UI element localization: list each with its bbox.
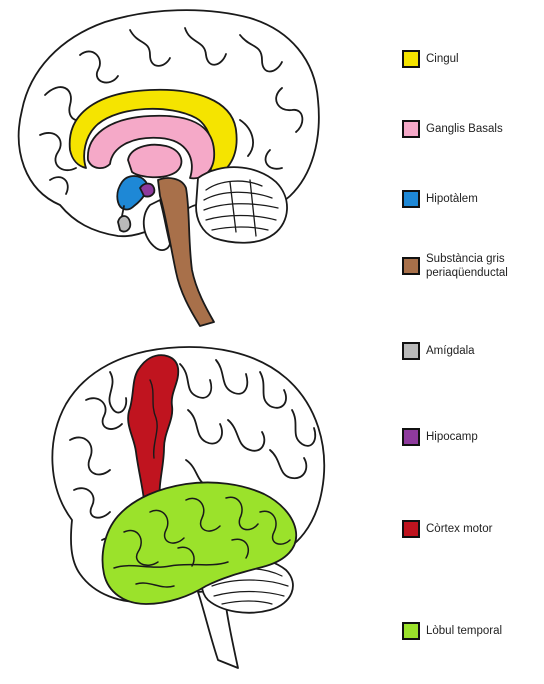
legend-label: Ganglis Basals [426, 122, 503, 136]
legend-label: Substància gris periaqüenductal [426, 252, 508, 280]
legend-swatch [402, 50, 420, 68]
legend-item-cingulate: Cingul [402, 50, 459, 68]
legend-swatch [402, 520, 420, 538]
legend-swatch [402, 190, 420, 208]
legend-label: Cingul [426, 52, 459, 66]
legend-label: Hipotàlem [426, 192, 478, 206]
thalamus-region [128, 145, 181, 178]
legend-item-amygdala: Amígdala [402, 342, 475, 360]
legend-swatch [402, 257, 420, 275]
legend-label: Lòbul temporal [426, 624, 502, 638]
legend-swatch [402, 120, 420, 138]
sagittal-brain [19, 10, 319, 326]
legend-item-motor-cortex: Còrtex motor [402, 520, 492, 538]
legend-label: Còrtex motor [426, 522, 492, 536]
legend-item-hypothalamus: Hipotàlem [402, 190, 478, 208]
amygdala-region [118, 216, 130, 232]
legend-label: Hipocamp [426, 430, 478, 444]
legend-item-hippocampus: Hipocamp [402, 428, 478, 446]
lateral-brain [52, 347, 324, 668]
legend-swatch [402, 342, 420, 360]
legend-label: Amígdala [426, 344, 475, 358]
legend-swatch [402, 622, 420, 640]
legend-item-basal-ganglia: Ganglis Basals [402, 120, 503, 138]
legend-item-temporal-lobe: Lòbul temporal [402, 622, 502, 640]
legend-swatch [402, 428, 420, 446]
legend-item-periaqueductal-gray: Substància gris periaqüenductal [402, 252, 508, 280]
